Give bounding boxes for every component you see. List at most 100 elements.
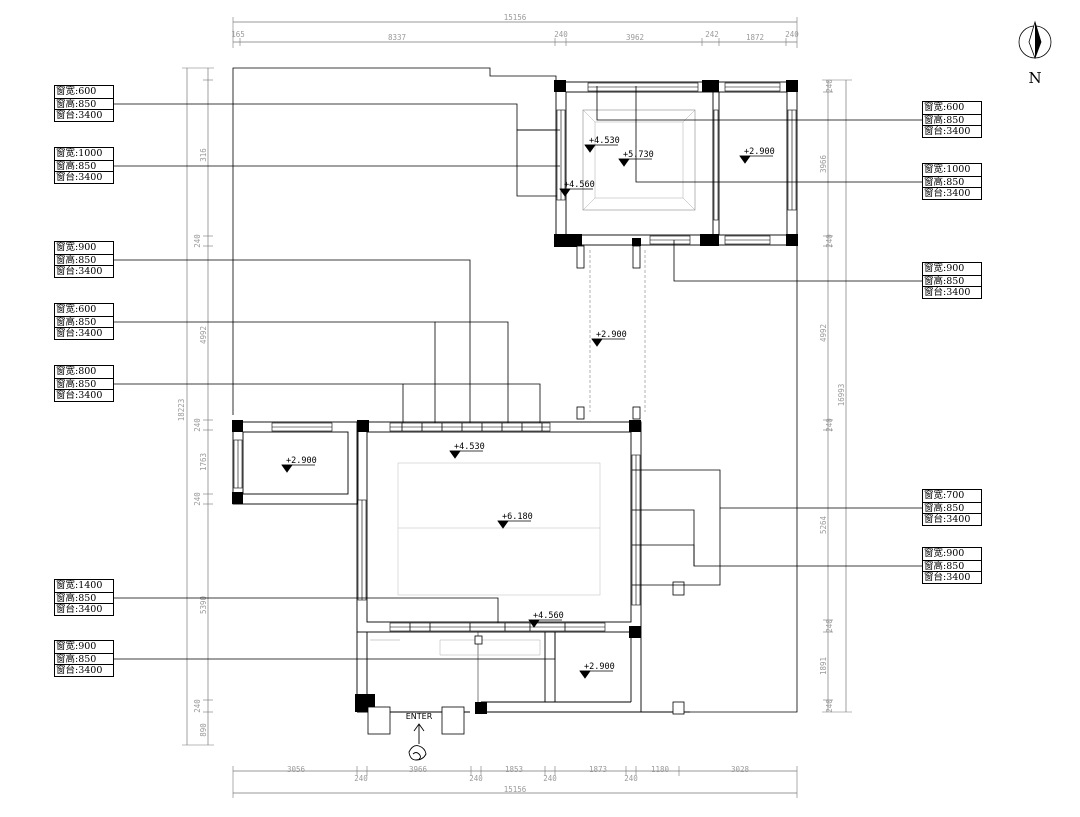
level-marker xyxy=(497,520,531,529)
dim-top-segment: 240 xyxy=(785,30,799,39)
dim-left-segment: 240 xyxy=(193,234,202,248)
window-height-label: 窗高:850 xyxy=(55,652,113,665)
north-block xyxy=(555,81,798,246)
dim-top-segment: 165 xyxy=(231,30,245,39)
window-width-label: 窗宽:1000 xyxy=(56,148,103,159)
level-marker xyxy=(528,619,562,628)
west-annex-columns xyxy=(232,420,369,504)
level-marker xyxy=(281,464,315,473)
dim-bottom-segment: 240 xyxy=(469,774,483,783)
level-marker xyxy=(449,450,483,459)
dim-right-segment: 240 xyxy=(825,79,834,93)
window-width-label: 窗宽:600 xyxy=(56,86,97,97)
dim-left-segment: 240 xyxy=(193,492,202,506)
dim-right-segment: 240 xyxy=(825,699,834,713)
dim-left-segment: 890 xyxy=(199,723,208,737)
dim-bottom-segment: 240 xyxy=(624,774,638,783)
level-label: +4.530 xyxy=(589,136,620,146)
level-label: +4.530 xyxy=(454,442,485,452)
dim-top-segment: 8337 xyxy=(388,33,406,42)
window-width-label: 窗宽:600 xyxy=(56,304,97,315)
dim-left-segment: 240 xyxy=(193,418,202,432)
dim-left-segment: 5390 xyxy=(199,595,208,614)
window-tag: 窗宽:700 窗高:850 窗台:3400 xyxy=(922,489,982,526)
window-sill-label: 窗台:3400 xyxy=(55,327,113,339)
main-hall xyxy=(356,421,690,713)
dim-right-segment: 240 xyxy=(825,234,834,248)
window-width-label: 窗宽:1400 xyxy=(56,580,103,591)
level-label: +2.900 xyxy=(596,330,627,340)
window-height-label: 窗高:850 xyxy=(55,253,113,266)
window-height-label: 窗高:850 xyxy=(923,274,981,287)
level-markers xyxy=(281,144,773,679)
dim-left-segment: 240 xyxy=(193,699,202,713)
level-marker xyxy=(559,188,593,197)
north-block-windows xyxy=(556,82,797,245)
window-width-label: 窗宽:900 xyxy=(924,548,965,559)
window-height-label: 窗高:850 xyxy=(55,315,113,328)
entrance-marker: ENTER xyxy=(406,712,433,761)
window-tag: 窗宽:800 窗高:850 窗台:3400 xyxy=(54,365,114,402)
window-sill-label: 窗台:3400 xyxy=(55,109,113,121)
main-hall-windows xyxy=(357,422,641,632)
dim-right-total: 16993 xyxy=(837,384,846,407)
corridor xyxy=(589,250,646,412)
dim-top-segment: 3962 xyxy=(626,33,644,42)
dim-bottom-segment: 240 xyxy=(543,774,557,783)
window-sill-label: 窗台:3400 xyxy=(55,664,113,676)
window-sill-label: 窗台:3400 xyxy=(55,265,113,277)
window-height-label: 窗高:850 xyxy=(923,175,981,188)
level-label: +5.730 xyxy=(623,150,654,160)
window-height-label: 窗高:850 xyxy=(923,113,981,126)
window-sill-label: 窗台:3400 xyxy=(923,571,981,583)
level-marker xyxy=(584,144,618,153)
level-label: +4.560 xyxy=(533,611,564,621)
level-label: +2.900 xyxy=(584,662,615,672)
window-height-label: 窗高:850 xyxy=(55,159,113,172)
window-width-label: 窗宽:900 xyxy=(56,242,97,253)
dim-top-segment: 240 xyxy=(554,30,568,39)
window-height-label: 窗高:850 xyxy=(923,501,981,514)
level-marker xyxy=(618,158,652,167)
window-width-label: 窗宽:900 xyxy=(924,263,965,274)
dim-bottom-segment: 1180 xyxy=(651,765,670,774)
window-tag: 窗宽:600 窗高:850 窗台:3400 xyxy=(54,303,114,340)
window-tag: 窗宽:600 窗高:850 窗台:3400 xyxy=(54,85,114,122)
north-block-columns xyxy=(554,80,798,247)
dim-bottom-segment: 3056 xyxy=(287,765,306,774)
level-label: +6.180 xyxy=(502,512,533,522)
dim-bottom-segment: 3966 xyxy=(409,765,428,774)
window-sill-label: 窗台:3400 xyxy=(923,125,981,137)
window-height-label: 窗高:850 xyxy=(55,97,113,110)
north-arrow-icon: N xyxy=(1018,20,1052,87)
window-tag: 窗宽:900 窗高:850 窗台:3400 xyxy=(922,547,982,584)
level-label: +2.900 xyxy=(286,456,317,466)
leader-lines xyxy=(112,86,922,660)
window-sill-label: 窗台:3400 xyxy=(55,603,113,615)
window-sill-label: 窗台:3400 xyxy=(923,286,981,298)
window-height-label: 窗高:850 xyxy=(55,377,113,390)
window-height-label: 窗高:850 xyxy=(923,559,981,572)
dim-bottom-segment: 3028 xyxy=(731,765,750,774)
dim-left-total: 18223 xyxy=(177,399,186,422)
window-width-label: 窗宽:1000 xyxy=(924,164,971,175)
window-tag: 窗宽:1000 窗高:850 窗台:3400 xyxy=(54,147,114,184)
dim-right-segment: 5264 xyxy=(819,515,828,534)
window-tag: 窗宽:1000 窗高:850 窗台:3400 xyxy=(922,163,982,200)
dim-bottom-segment: 1853 xyxy=(505,765,523,774)
dimension-lines xyxy=(182,17,852,798)
window-sill-label: 窗台:3400 xyxy=(923,187,981,199)
level-label: +4.560 xyxy=(564,180,595,190)
window-tag: 窗宽:600 窗高:850 窗台:3400 xyxy=(922,101,982,138)
window-width-label: 窗宽:900 xyxy=(56,641,97,652)
level-label: +2.900 xyxy=(744,147,775,157)
window-tag: 窗宽:900 窗高:850 窗台:3400 xyxy=(54,640,114,677)
level-marker xyxy=(591,338,625,347)
dim-right-segment: 3966 xyxy=(819,154,828,173)
main-hall-piers xyxy=(367,581,685,735)
dim-top-segment: 242 xyxy=(705,30,719,39)
dim-left-segment: 316 xyxy=(199,148,208,162)
dim-left-segment: 1763 xyxy=(199,453,208,471)
window-tag: 窗宽:900 窗高:850 窗台:3400 xyxy=(54,241,114,278)
